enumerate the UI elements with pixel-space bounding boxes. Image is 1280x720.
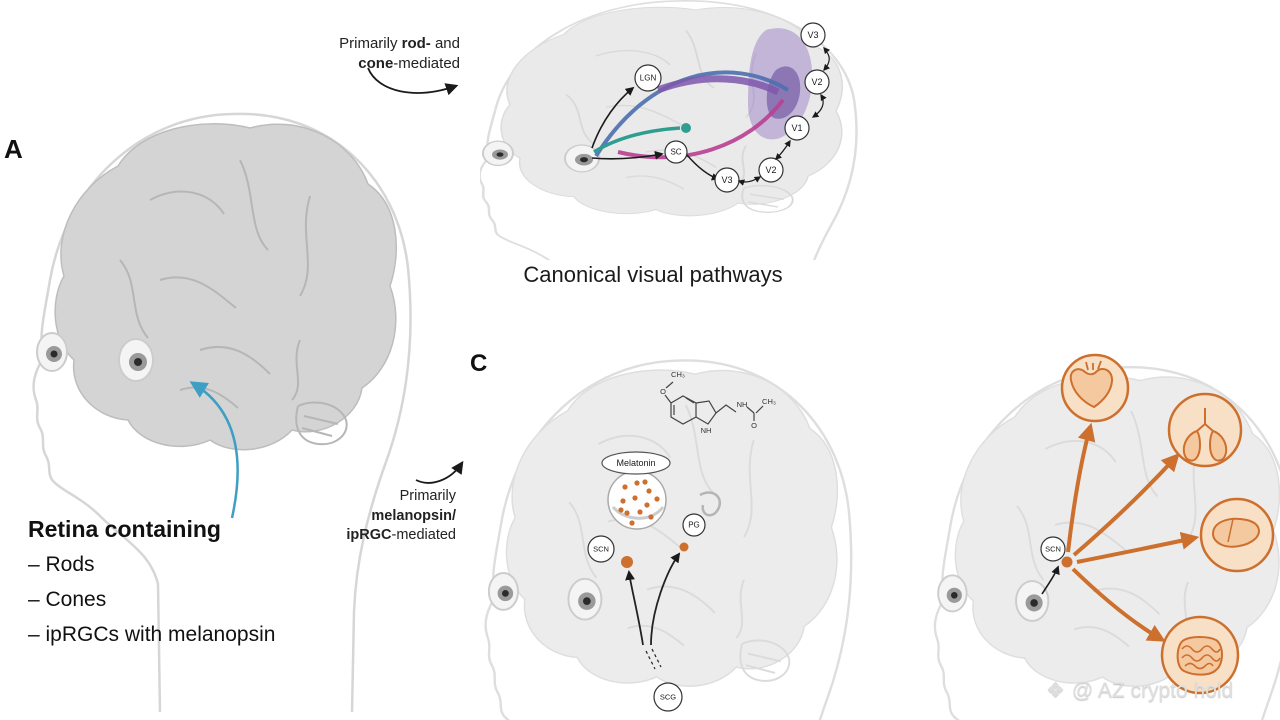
scn-output-arrows [1066, 422, 1200, 642]
ventral-pathway-magenta [617, 98, 785, 160]
visual-cortex-core [766, 66, 801, 119]
svg-text:V3: V3 [721, 175, 732, 185]
melatonin-structure: CH₃ O NH NH O CH₃ [660, 370, 776, 435]
melatonin-label: Melatonin [601, 451, 671, 475]
organ-circle-liver [1199, 497, 1275, 573]
svg-text:Melatonin: Melatonin [616, 458, 655, 468]
lungs-icon [1182, 408, 1228, 462]
panel-b-illustration: LGN SC V3 V2 V1 V2 V3 [480, 0, 858, 260]
organ-circle-intestines [1160, 615, 1240, 695]
organ-circle-lungs [1167, 392, 1243, 468]
sc-node: SC [664, 140, 688, 164]
svg-text:CH₃: CH₃ [671, 370, 685, 379]
eye-to-lgn-arrow [591, 86, 635, 149]
scn-node: SCN [587, 535, 615, 563]
organ-circle-heart [1060, 353, 1130, 423]
v3-top-node: V3 [800, 22, 826, 48]
v3-bottom-node: V3 [714, 167, 740, 193]
lgn-node: LGN [634, 64, 662, 92]
intestines-icon [1176, 636, 1223, 676]
v2-top-node: V2 [804, 69, 830, 95]
eye-to-scn-arrow [1041, 565, 1060, 595]
pineal-doodle [699, 491, 722, 517]
panel-d-illustration: SCN [933, 353, 1280, 720]
retina-title: Retina containing [28, 516, 221, 542]
scg-to-scn-arrow [625, 570, 644, 646]
retina-item-rods: – Rods [28, 553, 95, 576]
pulvinar-dot [681, 123, 691, 133]
melatonin-release-zoom [607, 470, 667, 530]
panel-c-illustration: CH₃ O NH NH O CH₃ Melatonin [484, 359, 853, 720]
scn-orange-dot-d [1061, 556, 1073, 568]
arrow-to-melatonin-pathway [415, 460, 464, 484]
v2-bottom-node: V2 [758, 157, 784, 183]
svg-text:O: O [660, 387, 666, 396]
svg-text:V2: V2 [765, 165, 776, 175]
svg-text:SCN: SCN [593, 545, 609, 554]
retina-caption-block: Retina containing – Rods – Cones – ipRGC… [28, 516, 388, 658]
scn-node-d: SCN [1040, 536, 1066, 562]
pineal-orange-dot [679, 542, 689, 552]
watermark: ❖ @ AZ crypto hold [1046, 678, 1233, 703]
svg-text:NH: NH [737, 400, 748, 409]
svg-text:O: O [751, 421, 757, 430]
svg-text:V3: V3 [807, 30, 818, 40]
annotation-line-2: cone-mediated [358, 55, 460, 73]
liver-icon [1211, 517, 1260, 548]
heart-icon [1069, 360, 1114, 409]
svg-text:SCN: SCN [1045, 545, 1061, 554]
panel-a-label: A [4, 134, 23, 164]
annotation-c-line-2: melanopsin/ [371, 507, 456, 524]
panel-a-illustration [32, 112, 412, 714]
svg-text:LGN: LGN [640, 74, 657, 83]
svg-text:CH₃: CH₃ [762, 397, 776, 406]
svg-text:SCG: SCG [660, 693, 676, 702]
scn-orange-dot [621, 556, 633, 568]
arrow-to-canonical-pathways [367, 67, 459, 96]
svg-text:SC: SC [670, 148, 681, 157]
scg-node: SCG [653, 682, 683, 712]
annotation-c-line-3: ipRGC-mediated [346, 527, 456, 544]
svg-text:NH: NH [701, 426, 712, 435]
geniculostriate-pathway-purple [656, 75, 780, 96]
retina-item-iprgcs: – ipRGCs with melanopsin [28, 623, 276, 646]
watermark-diamond-icon: ❖ [1046, 679, 1065, 702]
pg-node: PG [682, 513, 706, 537]
melatonin-dots [618, 479, 660, 526]
svg-text:PG: PG [688, 521, 700, 530]
eye-to-sc-arrow [591, 150, 664, 160]
retina-item-cones: – Cones [28, 588, 107, 611]
annotation-melanopsin: Primarily melanopsin/ ipRGC-mediated [340, 487, 456, 546]
annotation-line-1: Primarily rod- and [339, 35, 460, 52]
svg-text:V2: V2 [811, 77, 822, 87]
v1-node: V1 [784, 115, 810, 141]
watermark-text: @ AZ crypto hold [1071, 678, 1234, 702]
scg-to-pineal-arrow [650, 552, 681, 646]
annotation-c-line-1: Primarily [399, 488, 456, 504]
inter-area-arrows [737, 47, 830, 186]
canonical-pathways-caption: Canonical visual pathways [523, 262, 783, 287]
collicular-pathway-teal [593, 126, 681, 154]
retina-pointer-arrow [189, 381, 239, 519]
panel-c-label: C [470, 350, 488, 377]
svg-text:V1: V1 [791, 123, 802, 133]
annotation-rod-cone: Primarily rod- and cone-mediated [310, 34, 460, 75]
